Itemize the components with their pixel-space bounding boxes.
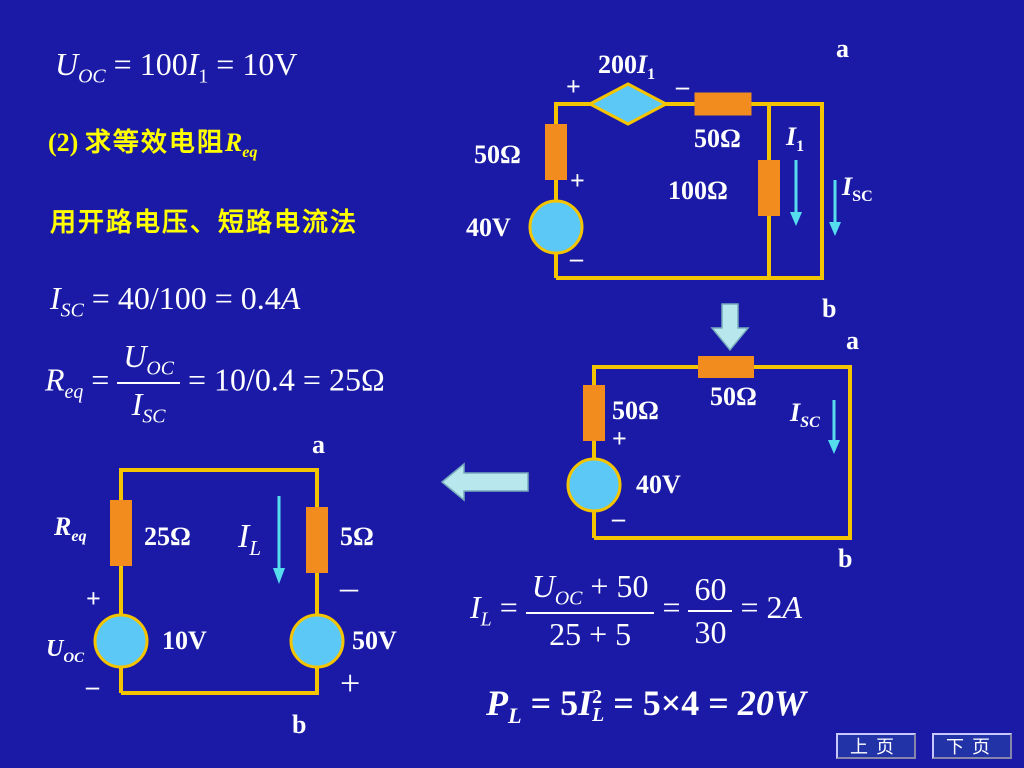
c3-rl: 5Ω: [340, 522, 374, 551]
method-text: 用开路电压、短路电流法: [50, 208, 359, 238]
c3-node-a: a: [312, 430, 325, 459]
il-fraction-2: 60 30: [688, 571, 733, 651]
c3-v1: 10V: [162, 626, 207, 655]
c3-il: IL: [238, 518, 262, 560]
c3-source-50v: [289, 613, 345, 669]
c3-plus-right: +: [340, 663, 361, 703]
equation-req: Req = UOC ISC = 10/0.4 = 25Ω: [45, 338, 385, 429]
step2-heading: (2) 求等效电阻Req: [48, 128, 258, 162]
c2-node-b: b: [838, 544, 853, 573]
c3-plus-left: +: [86, 584, 101, 613]
dependent-source: [586, 82, 670, 126]
left-arrow: [440, 462, 529, 502]
c1-r-top: 50Ω: [694, 124, 741, 153]
c2-minus: –: [612, 504, 625, 533]
c3-req: Req: [54, 512, 87, 546]
c1-node-b: b: [822, 294, 837, 323]
c1-dep-label: 200I1: [598, 50, 656, 84]
c3-node-b: b: [292, 710, 307, 739]
prev-page-button[interactable]: 上页: [836, 733, 916, 759]
c3-uoc: UOC: [46, 636, 85, 666]
circuit-2: [566, 356, 852, 540]
equation-il: IL = UOC + 50 25 + 5 = 60 30 = 2A: [470, 568, 803, 653]
c1-plus: +: [566, 72, 581, 101]
resistor-top-50: [694, 92, 752, 116]
c1-i1: I1: [786, 122, 805, 156]
c2-v-source: 40V: [636, 470, 681, 499]
c1-r-mid: 100Ω: [668, 176, 728, 205]
c3-source-10v: [93, 613, 149, 669]
c1-r-left: 50Ω: [474, 140, 521, 169]
c3-v2: 50V: [352, 626, 397, 655]
c2-isc: ISC: [790, 398, 820, 432]
req-fraction: UOC ISC: [117, 338, 180, 429]
c2-r-top: 50Ω: [710, 382, 757, 411]
c1-isc: ISC: [842, 172, 873, 206]
resistor-mid-100: [758, 160, 780, 216]
c2-plus: +: [612, 424, 627, 453]
next-page-button[interactable]: 下页: [932, 733, 1012, 759]
c1-source-minus: –: [570, 244, 583, 273]
circuit-3: [93, 468, 345, 695]
equation-uoc: UOC = 100I1 = 10V: [55, 46, 298, 88]
c2-r-left: 50Ω: [612, 396, 659, 425]
c3-req-val: 25Ω: [144, 522, 191, 551]
resistor-left-50: [545, 124, 567, 180]
circuit-1: [528, 82, 841, 280]
c3-resistor-rl: [306, 507, 328, 573]
c1-node-a: a: [836, 34, 849, 63]
c2-voltage-source: [566, 457, 622, 513]
c1-source-plus: +: [570, 166, 585, 195]
il-fraction-1: UOC + 50 25 + 5: [525, 568, 655, 653]
c2-resistor-top: [698, 356, 754, 378]
c2-node-a: a: [846, 326, 859, 355]
c1-v-source: 40V: [466, 213, 511, 242]
c3-minus-right: –: [340, 567, 358, 607]
down-arrow: [710, 303, 750, 352]
equation-isc: ISC = 40/100 = 0.4A: [50, 280, 301, 322]
c1-minus: –: [676, 72, 689, 101]
c3-resistor-req: [110, 500, 132, 566]
c3-minus-left: –: [86, 672, 99, 701]
c2-resistor-left: [583, 385, 605, 441]
voltage-source-40v: [528, 199, 584, 255]
